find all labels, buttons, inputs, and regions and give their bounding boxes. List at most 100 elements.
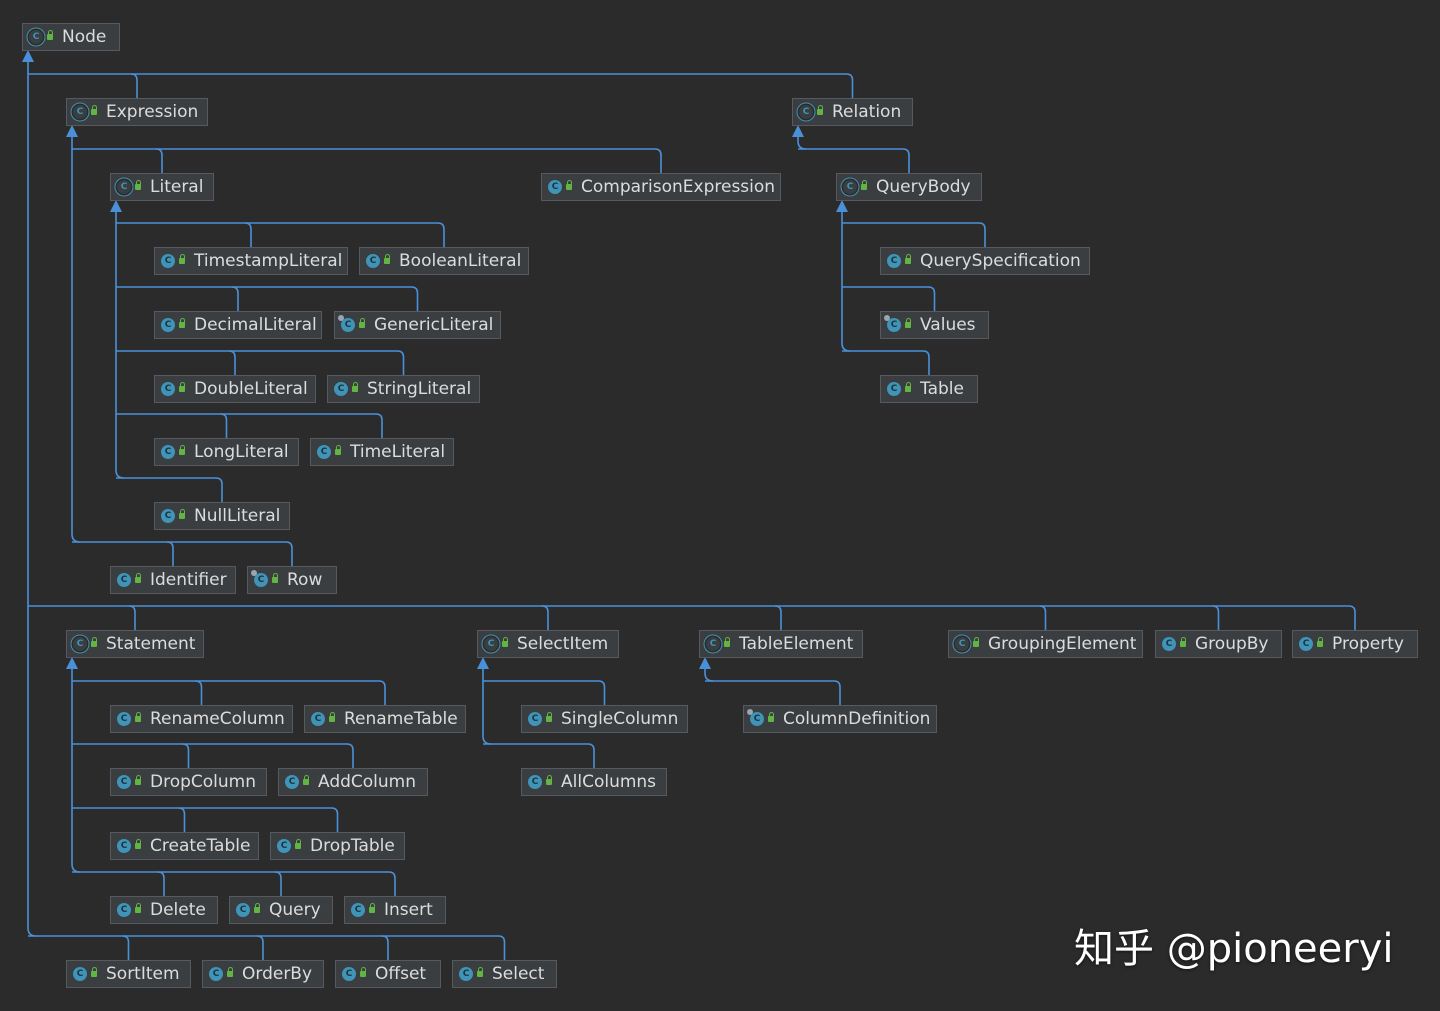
class-node-values[interactable]: C Values (880, 311, 989, 339)
edge-trunk-querybody (841, 211, 851, 352)
edge-drop-dropcolumn (182, 743, 190, 768)
public-visibility-icon (566, 180, 572, 190)
public-visibility-icon (973, 637, 979, 647)
class-icon: C (161, 445, 185, 459)
class-icon: C (528, 775, 552, 789)
class-icon: C (528, 712, 552, 726)
edge-drop-select (498, 935, 506, 960)
class-node-label: Row (287, 570, 323, 590)
class-node-label: SortItem (106, 964, 180, 984)
edge-trunk-node (27, 61, 37, 937)
class-node-label: TimestampLiteral (194, 251, 343, 271)
class-icon: C (338, 315, 365, 332)
class-icon: C (887, 254, 911, 268)
public-visibility-icon (295, 839, 301, 849)
class-node-label: ColumnDefinition (783, 709, 931, 729)
class-icon: C (117, 712, 141, 726)
class-icon: C (548, 180, 572, 194)
public-visibility-icon (861, 180, 867, 190)
class-icon: C (277, 839, 301, 853)
class-node-label: GroupBy (1195, 634, 1269, 654)
inherit-arrow-tableelement (699, 657, 711, 669)
class-icon: C (884, 315, 911, 332)
public-visibility-icon (905, 254, 911, 264)
public-visibility-icon (359, 318, 365, 328)
edge-drop-stringliteral (397, 350, 405, 375)
edge-drop-doubleliteral (228, 350, 236, 375)
abstract-class-icon: C (117, 180, 141, 194)
class-icon: C (1299, 637, 1323, 651)
edge-drop-groupingelement (1039, 605, 1047, 630)
class-node-label: StringLiteral (367, 379, 472, 399)
abstract-class-icon: C (73, 105, 97, 119)
class-node-label: Values (920, 315, 976, 335)
edge-drop-addcolumn (346, 743, 354, 768)
abstract-class-icon: C (955, 637, 979, 651)
class-node-label: Select (492, 964, 545, 984)
edge-drop-selectitem (541, 605, 549, 630)
edge-drop-delete (157, 871, 165, 896)
edge-drop-statement (128, 605, 136, 630)
class-node-label: Insert (384, 900, 433, 920)
watermark: 知乎 @pioneeryi (1074, 926, 1394, 972)
public-visibility-icon (384, 254, 390, 264)
edge-drop-renametable (378, 680, 386, 705)
public-visibility-icon (272, 573, 278, 583)
public-visibility-icon (135, 573, 141, 583)
inherit-arrow-querybody (836, 200, 848, 212)
class-node-label: TableElement (739, 634, 854, 654)
class-icon: C (236, 903, 260, 917)
class-node-label: Table (920, 379, 964, 399)
class-node-query[interactable]: C Query (229, 896, 333, 924)
inherit-arrow-literal (110, 200, 122, 212)
class-node-label: BooleanLiteral (399, 251, 522, 271)
public-visibility-icon (135, 839, 141, 849)
abstract-class-icon: C (29, 30, 53, 44)
class-node-label: Query (269, 900, 321, 920)
public-visibility-icon (546, 712, 552, 722)
edge-drop-offset (381, 935, 389, 960)
public-visibility-icon (1317, 637, 1323, 647)
public-visibility-icon (135, 903, 141, 913)
